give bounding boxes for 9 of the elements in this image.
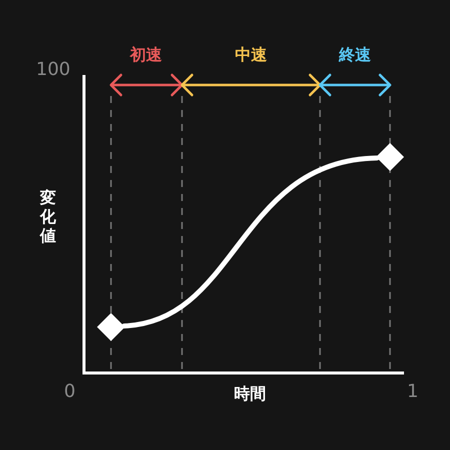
axis-tick-label: 0 xyxy=(64,383,76,401)
range-label: 終速 xyxy=(339,47,371,63)
axis-tick-label: 100 xyxy=(36,61,70,79)
axis-tick-label: 1 xyxy=(407,383,418,401)
range-label: 中速 xyxy=(235,47,267,63)
axis-title: 変化値 xyxy=(40,188,57,246)
curve-line xyxy=(122,156,380,328)
range-label: 初速 xyxy=(130,47,162,63)
axis-title: 時間 xyxy=(234,386,266,402)
